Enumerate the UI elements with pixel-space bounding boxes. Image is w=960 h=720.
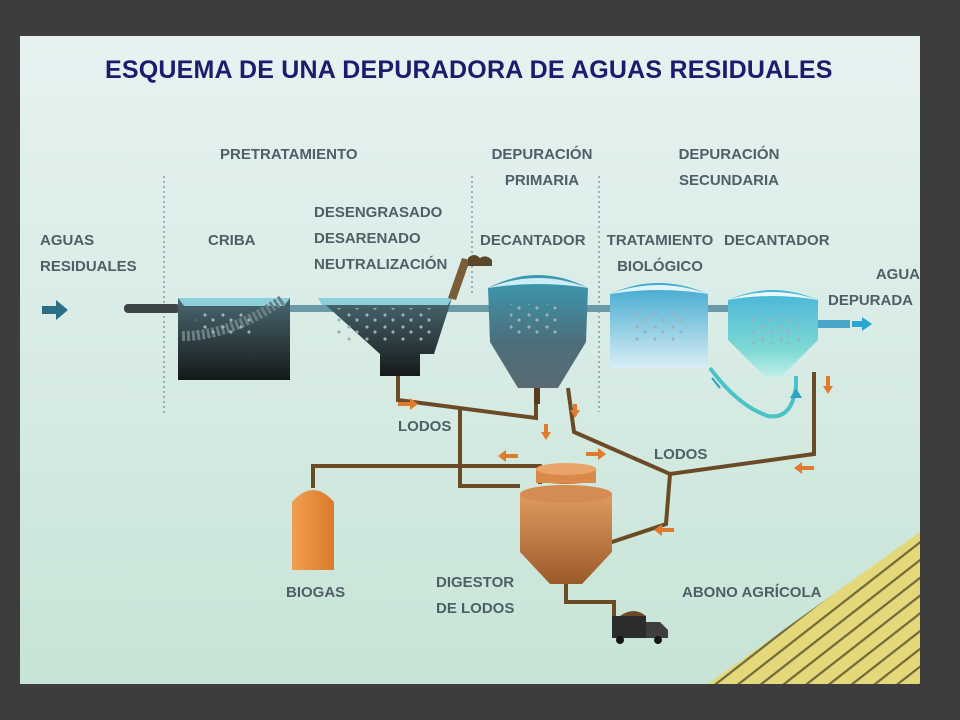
- stage-primaria-line1: DEPURACIÓN: [491, 146, 593, 163]
- primary-decanter: [488, 275, 588, 404]
- stage-primaria-line2: PRIMARIA: [504, 172, 580, 189]
- truck-icon: [612, 611, 668, 644]
- criba-tank: [178, 295, 290, 380]
- plant-diagram: [42, 176, 920, 684]
- label-residuales: RESIDUALES: [40, 258, 137, 275]
- label-digestor: DIGESTOR: [436, 574, 515, 591]
- grease-conveyor: [448, 258, 470, 300]
- label-criba: CRIBA: [208, 232, 256, 249]
- flow-arrows: [398, 376, 833, 536]
- label-abono: ABONO AGRÍCOLA: [682, 584, 822, 601]
- secondary-decanter: [708, 290, 818, 419]
- label-biologico: BIOLÓGICO: [617, 258, 703, 275]
- diagram-title: ESQUEMA DE UNA DEPURADORA DE AGUAS RESID…: [105, 56, 833, 84]
- label-lodos-secundarios: LODOS: [654, 446, 708, 463]
- inflow-arrow-icon: [42, 300, 68, 320]
- label-agua: AGUA: [875, 266, 920, 283]
- label-neutralizacion: NEUTRALIZACIÓN: [314, 256, 448, 273]
- label-decantador-secundario: DECANTADOR: [724, 232, 830, 249]
- label-decantador-primario: DECANTADOR: [480, 232, 586, 249]
- water-pipe-2: [700, 305, 730, 312]
- label-lodos-primarios: LODOS: [398, 418, 452, 435]
- biogas-tank: [292, 490, 334, 570]
- label-de-lodos: DE LODOS: [436, 600, 515, 617]
- label-aguas: AGUAS: [40, 232, 95, 249]
- sludge-digester: [520, 463, 612, 584]
- label-depurada: DEPURADA: [828, 292, 914, 309]
- stage-secundaria-line2: SECUNDARIA: [678, 172, 779, 189]
- stage-pretratamiento: PRETRATAMIENTO: [220, 146, 358, 163]
- outflow-arrow-icon: [852, 317, 872, 331]
- agricultural-field: [708, 532, 920, 684]
- stage-secundaria-line1: DEPURACIÓN: [678, 146, 780, 163]
- label-desengrasado: DESENGRASADO: [314, 204, 443, 221]
- diagram-panel: ESQUEMA DE UNA DEPURADORA DE AGUAS RESID…: [20, 36, 920, 684]
- label-biogas: BIOGAS: [286, 584, 346, 601]
- sludge-pipes: [311, 372, 816, 620]
- desengrasado-tank: [318, 255, 492, 376]
- outflow-pipe: [816, 320, 850, 328]
- label-tratamiento: TRATAMIENTO: [606, 232, 714, 249]
- label-desarenado: DESARENADO: [314, 230, 421, 247]
- biological-tank: [610, 283, 708, 368]
- inflow-pipe: [124, 304, 180, 313]
